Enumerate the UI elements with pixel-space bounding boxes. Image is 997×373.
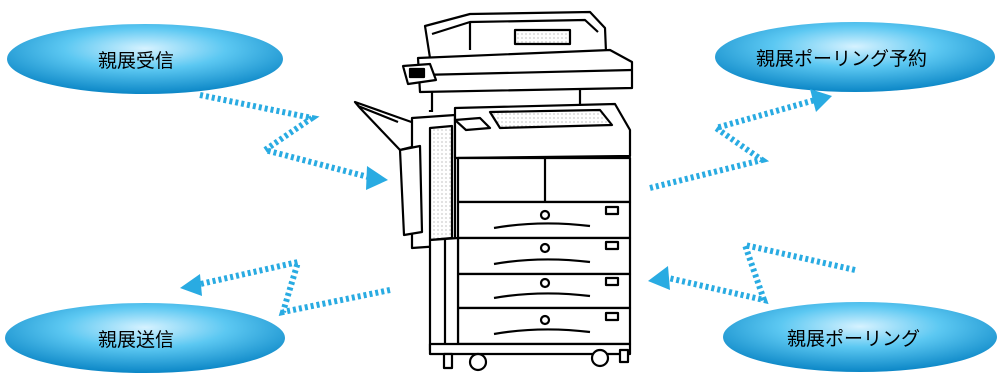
copier-machine-icon [355,12,632,370]
polling-reserve-label: 親展ポーリング予約 [756,44,927,71]
polling-arrow-icon [648,245,855,300]
receive-label: 親展受信 [98,46,174,73]
paper-drawer-1 [458,202,630,238]
paper-drawer-3 [458,274,630,308]
send-arrow-icon [180,262,390,312]
send-label: 親展送信 [98,325,174,352]
paper-drawer-2 [458,238,630,274]
polling-reserve-arrow-icon [650,89,832,188]
paper-drawer-4 [458,308,630,344]
polling-label: 親展ポーリング [787,324,920,351]
